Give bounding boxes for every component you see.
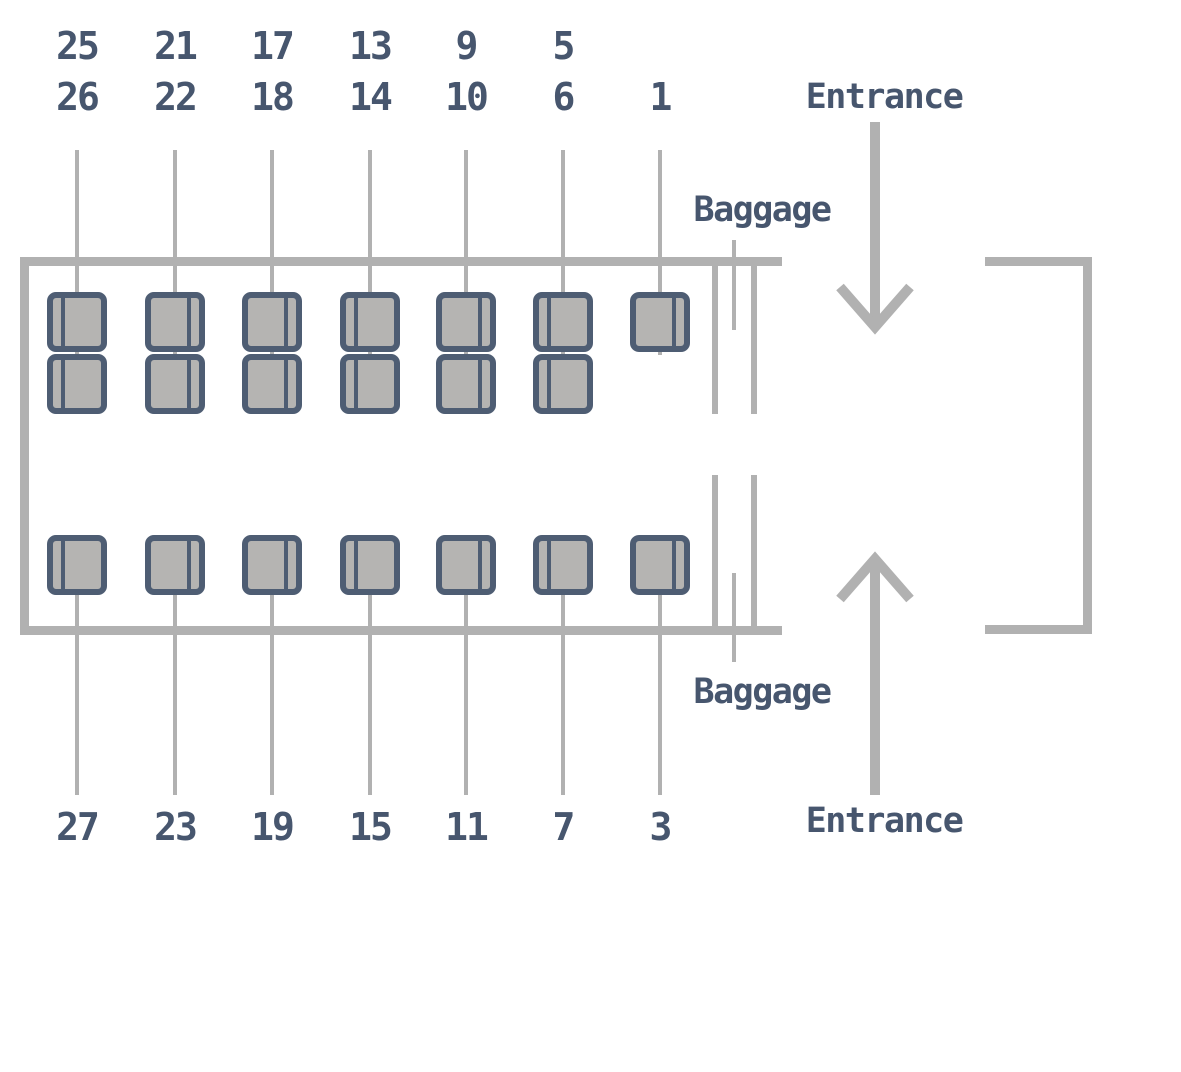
seat-divider — [672, 296, 676, 348]
vehicle-body-outline — [20, 257, 782, 635]
seat-21[interactable] — [145, 292, 205, 352]
baggage-label-bottom: Baggage — [693, 672, 832, 712]
seat-leader-line — [173, 150, 177, 355]
entrance-arrow-down-icon — [836, 122, 914, 335]
seat-divider — [61, 539, 65, 591]
baggage-divider-line — [712, 266, 718, 414]
seat-number-label: 13 — [349, 24, 393, 68]
seat-divider — [284, 539, 288, 591]
seat-6[interactable] — [533, 354, 593, 414]
seat-number-label: 18 — [251, 75, 295, 119]
seat-number-label: 19 — [251, 805, 295, 849]
seat-leader-line — [270, 595, 274, 795]
baggage-label-top: Baggage — [693, 190, 832, 230]
seat-divider — [284, 358, 288, 410]
seat-number-label: 25 — [56, 24, 100, 68]
seat-divider — [478, 296, 482, 348]
entrance-arrow-up-icon — [836, 551, 914, 795]
seat-22[interactable] — [145, 354, 205, 414]
seat-number-label: 27 — [56, 805, 100, 849]
seat-divider — [61, 358, 65, 410]
seat-26[interactable] — [47, 354, 107, 414]
seat-number-label: 7 — [552, 805, 576, 849]
seat-divider — [478, 358, 482, 410]
seat-25[interactable] — [47, 292, 107, 352]
seat-15[interactable] — [340, 535, 400, 595]
seat-27[interactable] — [47, 535, 107, 595]
entrance-label-top: Entrance — [805, 77, 964, 117]
seat-number-label: 9 — [455, 24, 479, 68]
seat-divider — [187, 539, 191, 591]
seat-10[interactable] — [436, 354, 496, 414]
seat-leader-line — [658, 595, 662, 795]
seat-number-label: 26 — [56, 75, 100, 119]
seat-divider — [354, 296, 358, 348]
seat-divider — [547, 296, 551, 348]
seat-number-label: 14 — [349, 75, 393, 119]
seat-divider — [547, 358, 551, 410]
seat-leader-line — [658, 150, 662, 355]
seat-leader-line — [368, 150, 372, 355]
vehicle-front-bracket — [985, 257, 1092, 634]
seat-leader-line — [368, 595, 372, 795]
seat-number-label: 10 — [445, 75, 489, 119]
seat-number-label: 6 — [552, 75, 576, 119]
baggage-divider-line — [751, 266, 757, 414]
seat-number-label: 5 — [552, 24, 576, 68]
seat-number-label: 17 — [251, 24, 295, 68]
seat-number-label: 23 — [154, 805, 198, 849]
seat-1[interactable] — [630, 292, 690, 352]
baggage-divider-line — [751, 475, 757, 626]
seat-divider — [478, 539, 482, 591]
seat-number-label: 21 — [154, 24, 198, 68]
baggage-divider-line — [712, 475, 718, 626]
seat-leader-line — [464, 595, 468, 795]
seat-divider — [354, 358, 358, 410]
entrance-label-bottom: Entrance — [805, 801, 964, 841]
seat-9[interactable] — [436, 292, 496, 352]
seat-leader-line — [75, 150, 79, 355]
baggage-pointer-line — [732, 240, 736, 330]
seat-17[interactable] — [242, 292, 302, 352]
seat-14[interactable] — [340, 354, 400, 414]
seat-leader-line — [561, 595, 565, 795]
seat-13[interactable] — [340, 292, 400, 352]
seat-divider — [187, 296, 191, 348]
seat-23[interactable] — [145, 535, 205, 595]
seat-divider — [284, 296, 288, 348]
baggage-pointer-line — [732, 573, 736, 662]
seat-number-label: 11 — [445, 805, 489, 849]
seat-leader-line — [464, 150, 468, 355]
seat-number-label: 3 — [649, 805, 673, 849]
seat-divider — [187, 358, 191, 410]
seat-divider — [61, 296, 65, 348]
seat-3[interactable] — [630, 535, 690, 595]
seat-leader-line — [75, 595, 79, 795]
seat-divider — [547, 539, 551, 591]
seat-number-label: 1 — [649, 75, 673, 119]
seat-number-label: 22 — [154, 75, 198, 119]
seat-19[interactable] — [242, 535, 302, 595]
seat-leader-line — [561, 150, 565, 355]
seat-divider — [672, 539, 676, 591]
seat-18[interactable] — [242, 354, 302, 414]
seat-11[interactable] — [436, 535, 496, 595]
seat-leader-line — [270, 150, 274, 355]
seat-5[interactable] — [533, 292, 593, 352]
seat-leader-line — [173, 595, 177, 795]
seat-7[interactable] — [533, 535, 593, 595]
seat-number-label: 15 — [349, 805, 393, 849]
seat-divider — [354, 539, 358, 591]
